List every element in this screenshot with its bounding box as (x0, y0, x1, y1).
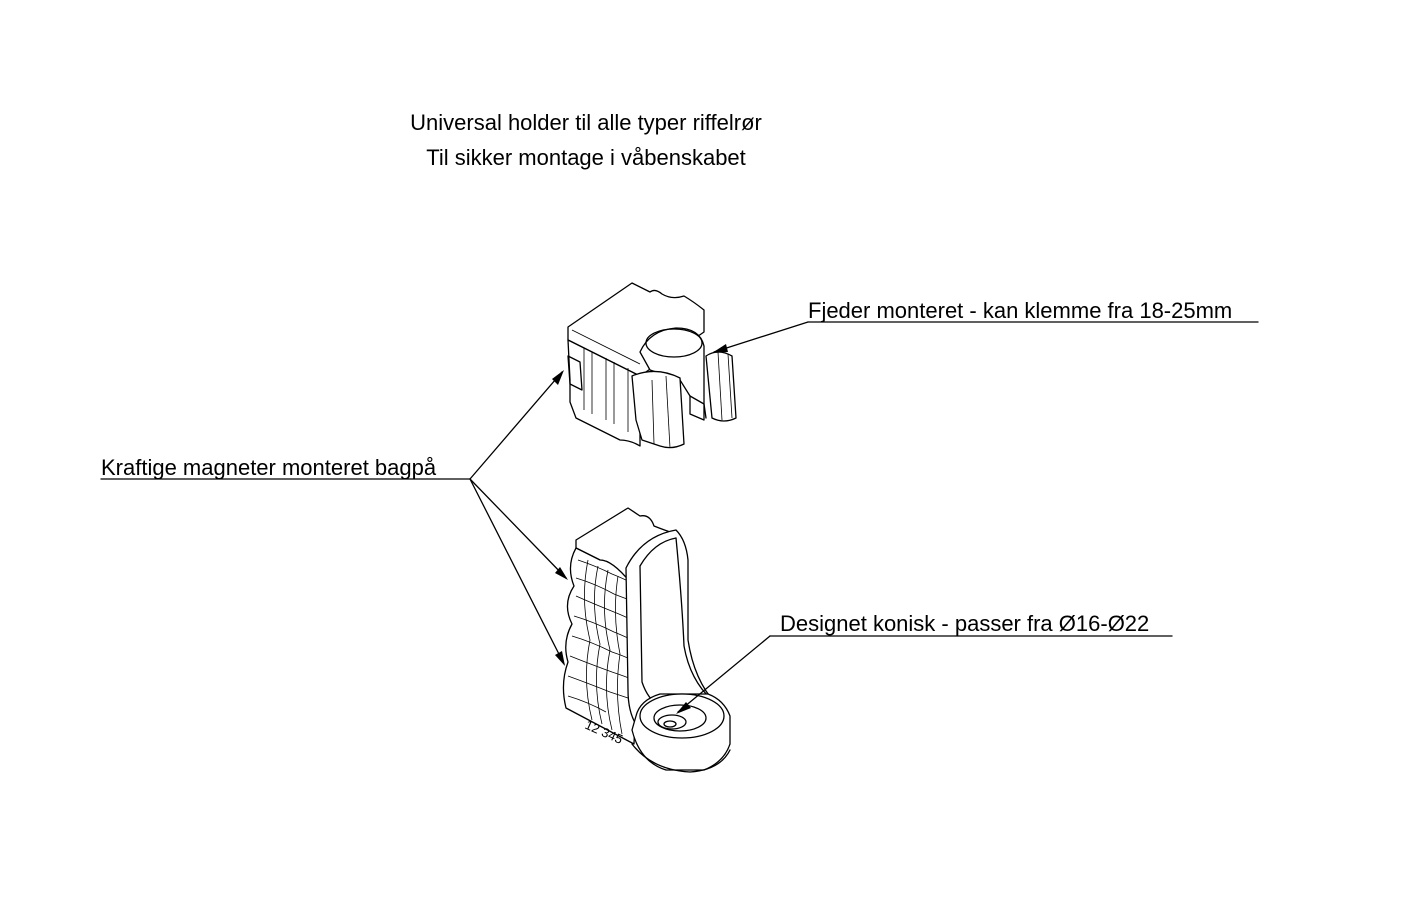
clip-holder-drawing (567, 282, 737, 449)
leader-spring (712, 321, 1259, 353)
callout-spring-label: Fjeder monteret - kan klemme fra 18-25mm (808, 298, 1233, 323)
title-line-2: Til sikker montage i våbenskabet (426, 145, 746, 170)
title-line-1: Universal holder til alle typer riffelrø… (410, 110, 762, 135)
leader-magnets (100, 370, 568, 666)
cone-holder-drawing (562, 507, 731, 773)
callout-conical-label: Designet konisk - passer fra Ø16-Ø22 (780, 611, 1150, 636)
callout-magnets-label: Kraftige magneter monteret bagpå (101, 455, 437, 480)
leader-conical (676, 635, 1173, 714)
